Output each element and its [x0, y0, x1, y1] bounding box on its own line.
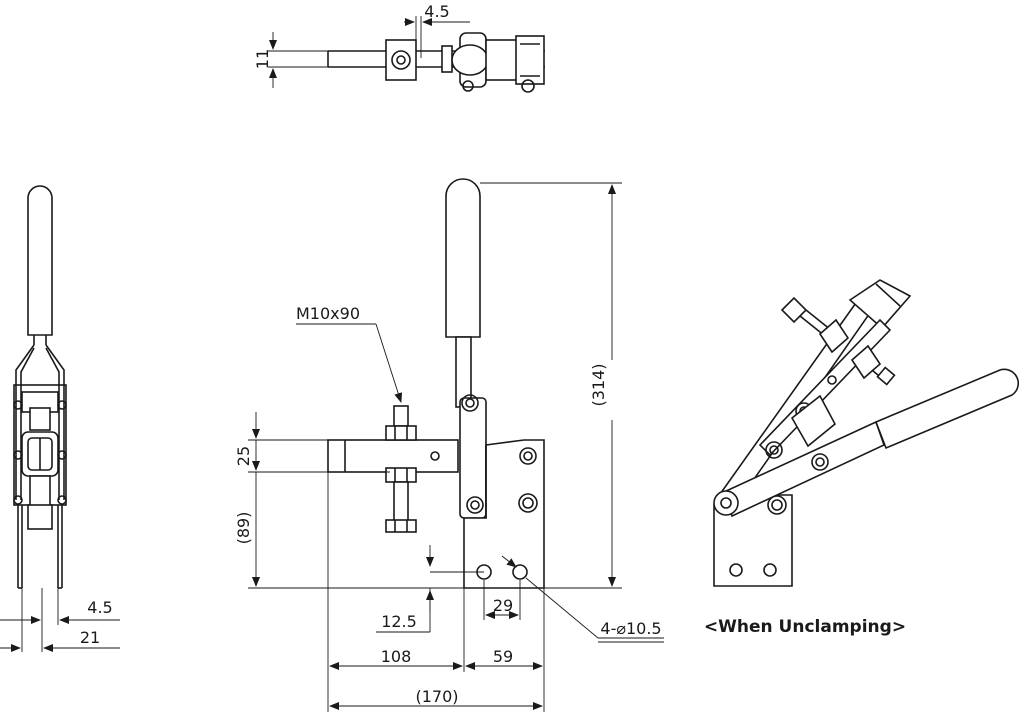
dim-top-width: 4.5 [424, 2, 449, 21]
dim-lower-height: (89) [234, 512, 253, 545]
top-view [268, 16, 545, 93]
unclamped-view [713, 279, 1019, 587]
dim-reach: 108 [381, 647, 412, 666]
bolt-label: M10x90 [296, 304, 360, 323]
dim-left-width: 21 [80, 628, 100, 647]
holes-label: 4-⌀10.5 [600, 619, 661, 638]
dim-base-width: 59 [493, 647, 513, 666]
side-view [0, 185, 120, 652]
dim-upper-height: 25 [234, 446, 253, 466]
dim-hole-pitch: 29 [493, 596, 513, 615]
dim-hole-offset: 12.5 [381, 612, 417, 631]
unclamping-caption: <When Unclamping> [704, 617, 906, 637]
dim-left-gap: 4.5 [87, 598, 112, 617]
dim-total-height: (314) [589, 363, 608, 406]
dim-top-height: 11 [253, 49, 272, 69]
front-view [248, 178, 664, 712]
dim-overall-length: (170) [415, 687, 458, 706]
